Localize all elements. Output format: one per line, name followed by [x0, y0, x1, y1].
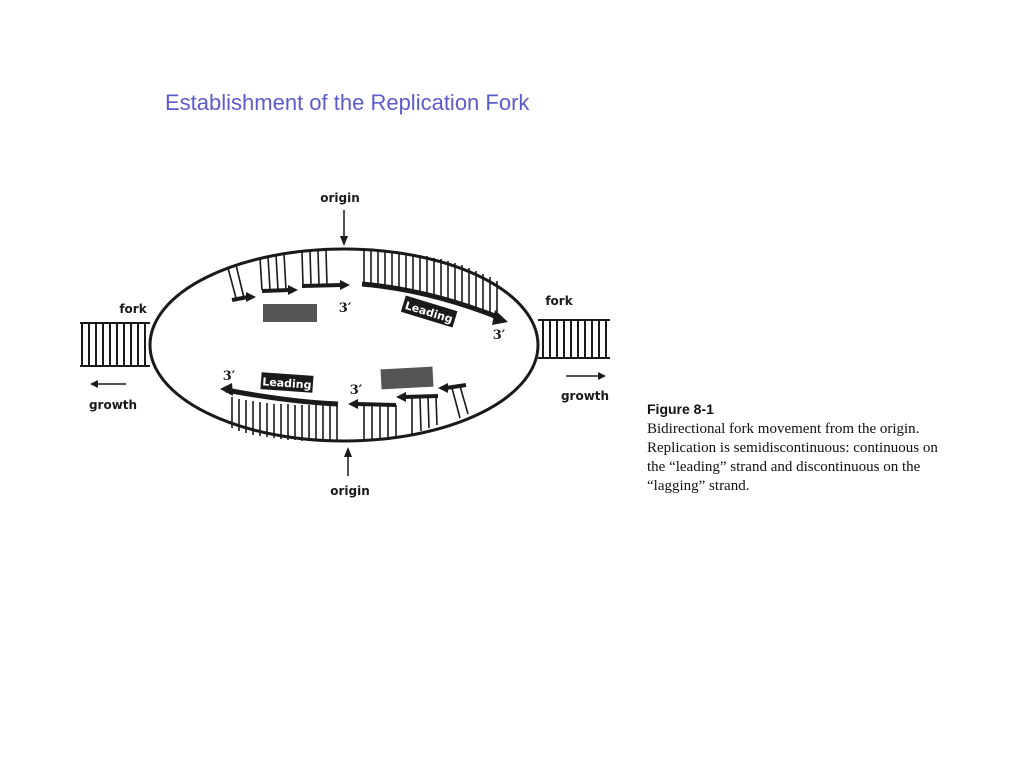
three-prime-label-top-1: 3′ — [339, 301, 352, 316]
bottom-fragment-arrowhead-1 — [348, 399, 358, 409]
top-leading-arrowhead — [492, 310, 508, 325]
fork-right-label: fork — [545, 294, 573, 308]
growth-left-arrowhead — [90, 380, 98, 388]
growth-right-arrowhead — [598, 372, 606, 380]
figure-caption-line-1: Bidirectional fork movement from the ori… — [647, 421, 920, 437]
figure-caption-line-4: “lagging” strand. — [647, 478, 750, 494]
growth-right-label: growth — [561, 389, 609, 403]
top-primer-block — [263, 304, 317, 322]
top-leading-strand — [361, 281, 501, 321]
top-fragment-arrowhead-3 — [340, 280, 350, 290]
growth-left-label: growth — [89, 398, 137, 412]
origin-top-arrowhead — [340, 236, 348, 246]
top-okazaki-fragments — [231, 283, 343, 302]
figure-caption-line-3: the “leading” strand and discontinuous o… — [647, 459, 921, 475]
top-leading-rungs — [363, 250, 498, 315]
figure-caption-line-2: Replication is semidiscontinuous: contin… — [647, 440, 938, 456]
top-lagging-rungs — [227, 249, 328, 299]
bottom-leading-text: Leading — [262, 375, 312, 391]
bottom-fragment-arrowhead-3 — [438, 383, 448, 393]
replication-bubble — [148, 247, 540, 443]
bottom-leading-label: Leading — [260, 372, 314, 393]
origin-bottom-arrowhead — [344, 447, 352, 457]
bottom-okazaki-fragments — [355, 383, 467, 407]
bottom-fragment-arrowhead-2 — [396, 392, 406, 402]
figure-caption-heading: Figure 8-1 — [647, 401, 714, 417]
top-fragment-arrowhead-1 — [246, 292, 256, 302]
bottom-leading-rungs — [231, 397, 338, 441]
arrowheads — [90, 236, 606, 457]
figure-caption: Figure 8-1 Bidirectional fork movement f… — [647, 400, 982, 496]
three-prime-label-bottom-1: 3′ — [223, 369, 236, 384]
slide-title: Establishment of the Replication Fork — [165, 90, 530, 115]
fork-left-label: fork — [119, 302, 147, 316]
right-duplex-dna — [538, 319, 610, 359]
bottom-lagging-rungs — [363, 385, 469, 440]
bottom-leading-strand — [225, 387, 339, 407]
origin-top-label: origin — [320, 191, 360, 205]
three-prime-label-bottom-2: 3′ — [350, 383, 363, 398]
top-fragment-arrowhead-2 — [288, 285, 298, 295]
three-prime-label-top-2: 3′ — [493, 328, 506, 343]
bottom-primer-block — [380, 366, 434, 390]
bottom-leading-arrowhead — [220, 383, 233, 396]
left-duplex-dna — [80, 322, 150, 367]
origin-bottom-label: origin — [330, 484, 370, 498]
